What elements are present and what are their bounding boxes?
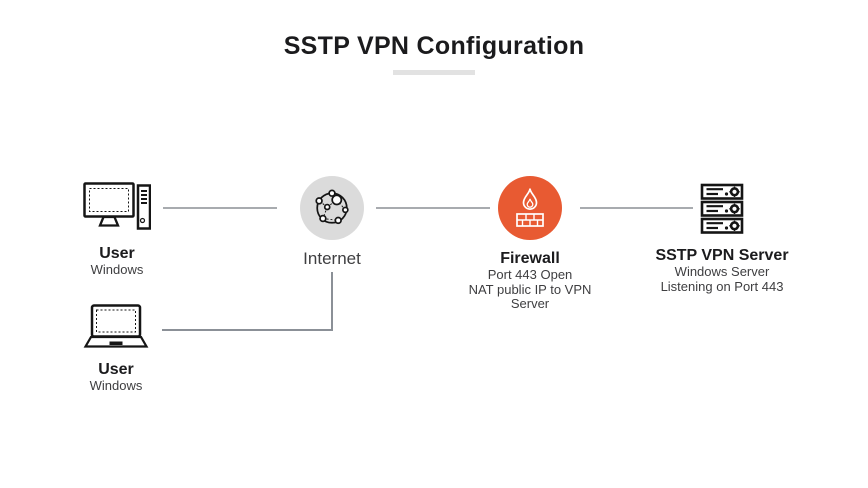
- vpn-server-subline-1: Windows Server: [674, 264, 770, 279]
- server-rack-icon: [622, 183, 822, 235]
- node-label-internet: Internet: [303, 249, 361, 268]
- firewall-subline-1: Port 443 Open: [487, 267, 573, 282]
- node-label-vpn-server: SSTP VPN Server: [655, 247, 789, 264]
- connector-desktop-internet: [163, 206, 277, 209]
- page-title: SSTP VPN Configuration: [283, 32, 585, 60]
- firewall-subline-2: NAT public IP to VPN: [468, 281, 592, 297]
- node-internet: Internet: [232, 176, 432, 268]
- node-sublabel-user-laptop: Windows: [89, 378, 143, 393]
- node-vpn-server: SSTP VPN Server Windows Server Listening…: [622, 183, 822, 294]
- connector-internet-firewall: [376, 206, 490, 209]
- node-user-laptop: User Windows: [46, 304, 186, 394]
- firewall-subline-3: Server: [510, 296, 550, 311]
- node-firewall: Firewall Port 443 Open NAT public IP to …: [430, 176, 630, 312]
- connector-internet-laptop-horizontal: [162, 329, 333, 331]
- vpn-server-subline-2: Listening on Port 443: [660, 278, 784, 294]
- connector-firewall-server: [580, 206, 693, 209]
- desktop-computer-icon: [47, 182, 187, 232]
- laptop-icon: [46, 304, 186, 350]
- connector-internet-laptop-vertical: [331, 272, 333, 331]
- node-label-user-laptop: User: [98, 361, 134, 378]
- network-globe-icon: [300, 176, 364, 240]
- node-label-user-desktop: User: [99, 245, 135, 262]
- firewall-flame-icon: [498, 176, 562, 240]
- title-underline: [393, 70, 475, 75]
- node-user-desktop: User Windows: [47, 182, 187, 278]
- node-sublabel-user-desktop: Windows: [90, 262, 144, 277]
- node-label-firewall: Firewall: [500, 250, 560, 267]
